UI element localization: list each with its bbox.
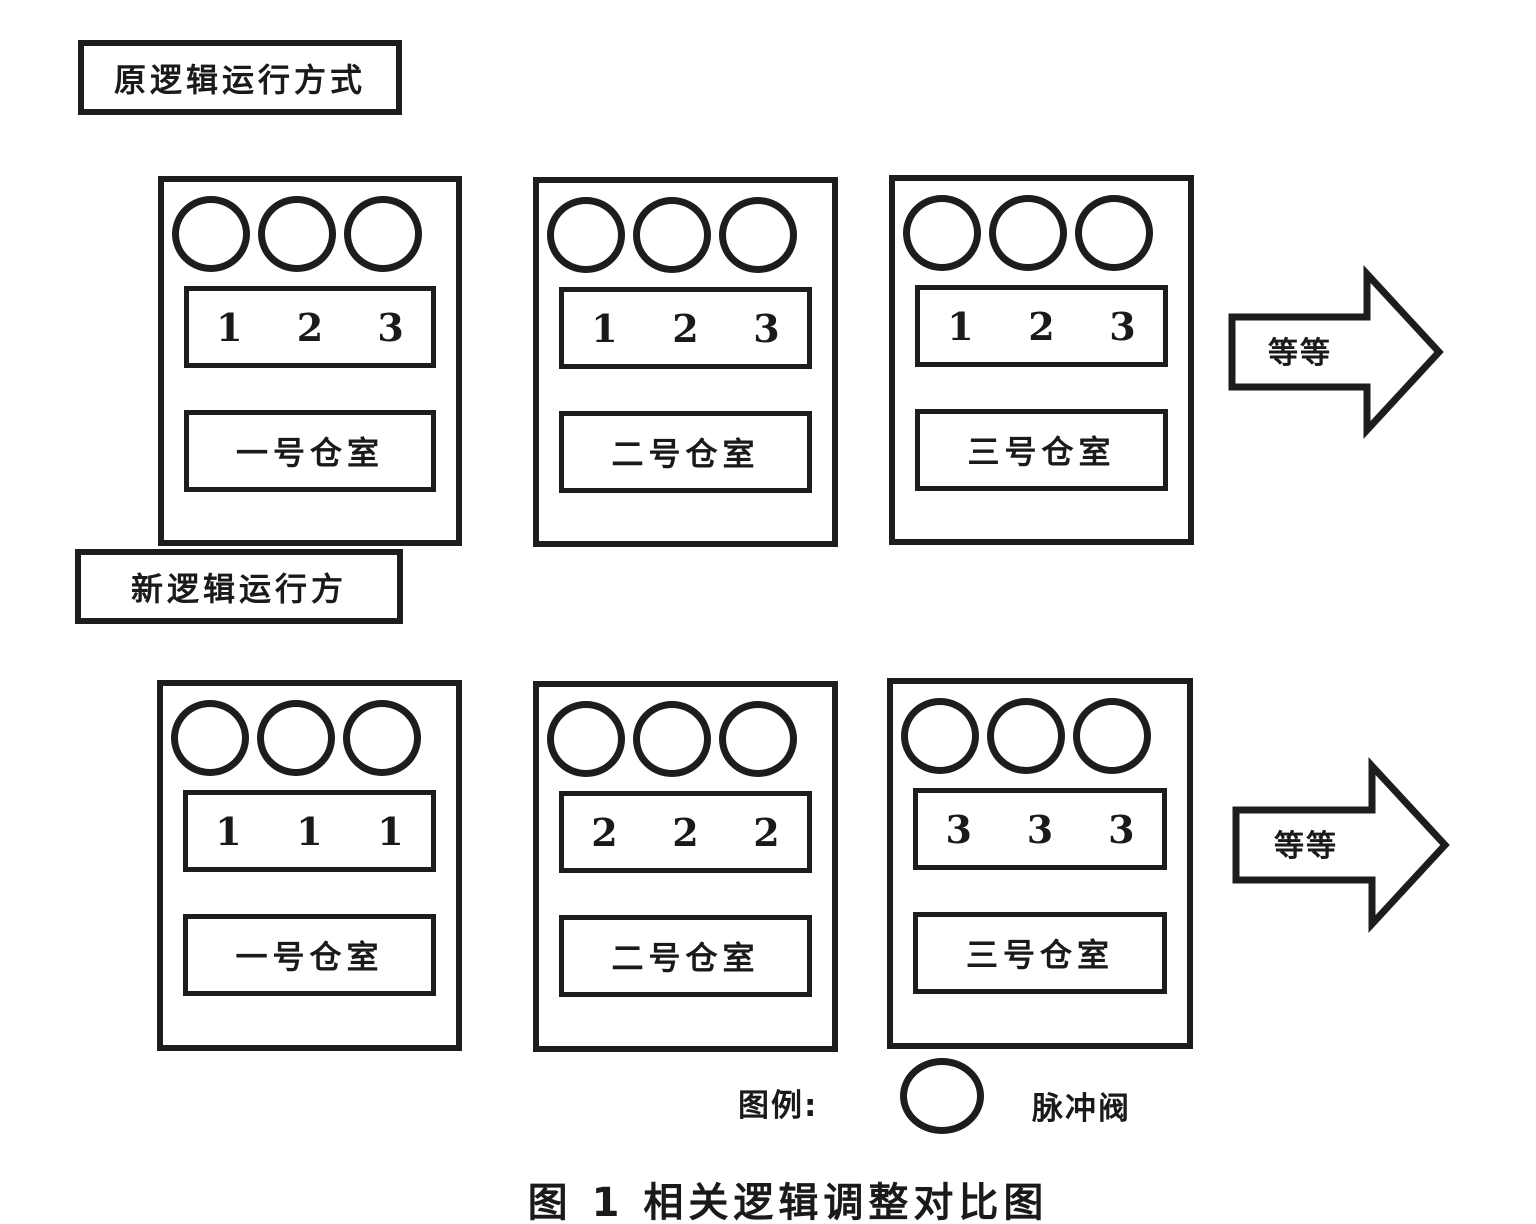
chamber-new-2: 2 2 2 二号仓室	[533, 681, 838, 1052]
valve-number: 3	[377, 304, 404, 350]
valve-number: 2	[1028, 303, 1055, 349]
pulse-valve-icon	[171, 700, 249, 776]
new-mode-title: 新逻辑运行方	[130, 569, 347, 608]
valve-numbers-box: 2 2 2	[559, 791, 812, 873]
pulse-valve-icon	[633, 197, 711, 273]
etc-arrow-label: 等等	[1274, 829, 1338, 864]
valve-numbers-box: 1 2 3	[559, 287, 812, 369]
chamber-new-3: 3 3 3 三号仓室	[887, 678, 1193, 1049]
chamber-label-box: 一号仓室	[183, 914, 436, 996]
chamber-label-box: 二号仓室	[559, 915, 812, 997]
valve-numbers-box: 1 1 1	[183, 790, 436, 872]
legend-pulse-valve-icon	[900, 1058, 984, 1134]
pulse-valve-icon	[258, 196, 336, 272]
legend-title: 图例:	[738, 1088, 819, 1124]
chamber-label-box: 一号仓室	[184, 410, 436, 492]
chamber-label: 一号仓室	[235, 434, 384, 472]
valve-number: 3	[1026, 806, 1054, 852]
pulse-valve-icon	[987, 698, 1065, 774]
chamber-label: 二号仓室	[611, 435, 760, 473]
etc-arrow-label: 等等	[1268, 336, 1332, 371]
valve-number: 1	[215, 808, 242, 854]
pulse-valve-icon	[901, 698, 979, 774]
chamber-label-box: 二号仓室	[559, 411, 812, 493]
valve-number: 1	[947, 303, 974, 349]
etc-arrow: 等等	[1228, 265, 1444, 439]
pulse-valve-icon	[172, 196, 250, 272]
valve-number: 1	[591, 305, 618, 351]
pulse-valve-icon	[633, 701, 711, 777]
valve-number: 1	[296, 808, 323, 854]
valve-numbers-box: 1 2 3	[184, 286, 436, 368]
pulse-valve-icon	[257, 700, 335, 776]
valve-numbers-box: 3 3 3	[913, 788, 1167, 870]
chamber-original-1: 1 2 3 一号仓室	[158, 176, 462, 546]
chamber-label: 三号仓室	[965, 936, 1114, 974]
pulse-valve-icon	[989, 195, 1067, 271]
pulse-valve-icon	[344, 196, 422, 272]
pulse-valve-icon	[719, 197, 797, 273]
original-mode-title-box: 原逻辑运行方式	[78, 40, 402, 115]
chamber-label: 一号仓室	[235, 938, 384, 976]
pulse-valve-icon	[547, 197, 625, 273]
pulse-valve-icon	[547, 701, 625, 777]
chamber-original-3: 1 2 3 三号仓室	[889, 175, 1194, 545]
valve-number: 1	[377, 808, 404, 854]
chamber-label: 二号仓室	[611, 939, 760, 977]
valve-row	[547, 197, 797, 273]
figure-caption: 图 1 相关逻辑调整对比图	[527, 1180, 1049, 1224]
valve-number: 3	[945, 806, 972, 852]
chamber-new-1: 1 1 1 一号仓室	[157, 680, 462, 1051]
original-mode-title: 原逻辑运行方式	[113, 60, 366, 99]
valve-row	[547, 701, 797, 777]
chamber-label-box: 三号仓室	[913, 912, 1167, 994]
legend-item-label: 脉冲阀	[1032, 1091, 1131, 1127]
valve-number: 2	[672, 809, 699, 855]
valve-row	[903, 195, 1153, 271]
new-mode-title-box: 新逻辑运行方	[75, 549, 403, 624]
valve-number: 3	[1109, 303, 1136, 349]
etc-arrow-shape	[1232, 757, 1450, 933]
chamber-label-box: 三号仓室	[915, 409, 1168, 491]
pulse-valve-icon	[343, 700, 421, 776]
pulse-valve-icon	[1075, 195, 1153, 271]
valve-row	[172, 196, 422, 272]
valve-number: 3	[753, 305, 780, 351]
valve-numbers-box: 1 2 3	[915, 285, 1168, 367]
valve-number: 2	[672, 305, 699, 351]
valve-row	[901, 698, 1151, 774]
valve-number: 2	[296, 304, 324, 350]
chamber-original-2: 1 2 3 二号仓室	[533, 177, 838, 547]
chamber-label: 三号仓室	[967, 433, 1116, 471]
valve-number: 2	[753, 809, 780, 855]
etc-arrow-shape	[1228, 265, 1444, 439]
valve-number: 3	[1108, 806, 1135, 852]
etc-arrow: 等等	[1232, 757, 1450, 933]
pulse-valve-icon	[903, 195, 981, 271]
valve-number: 2	[591, 809, 618, 855]
pulse-valve-icon	[719, 701, 797, 777]
valve-row	[171, 700, 421, 776]
pulse-valve-icon	[1073, 698, 1151, 774]
valve-number: 1	[216, 304, 243, 350]
